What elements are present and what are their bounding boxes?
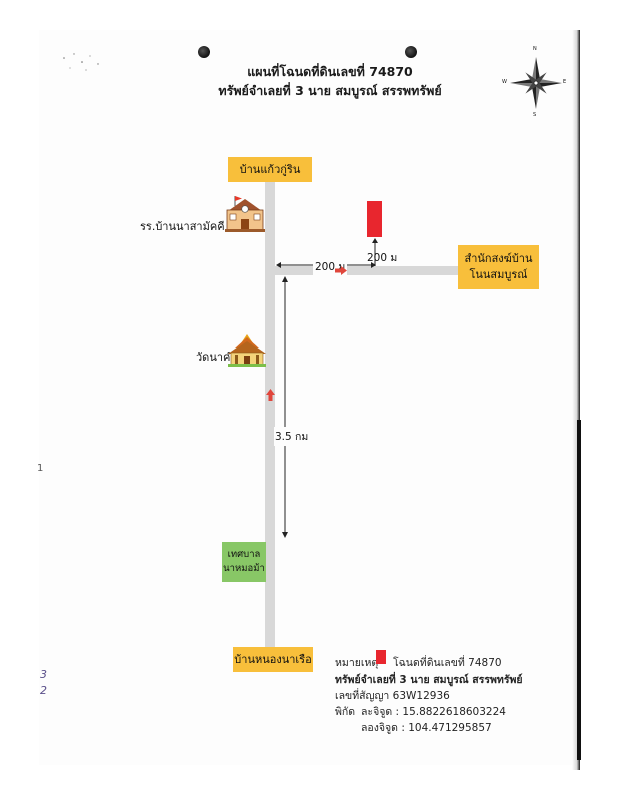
map-subtitle: ทรัพย์จำเลยที่ 3 นาย สมบูรณ์ สรรพทรัพย์ <box>218 83 442 98</box>
compass-w: W <box>502 79 507 85</box>
branch-road <box>270 266 460 275</box>
punch-hole-left <box>198 46 210 58</box>
distance-arrow-main <box>282 276 288 538</box>
school-icon <box>225 196 265 232</box>
legend-coords-label: พิกัด <box>335 706 356 718</box>
legend-parcel-swatch <box>376 650 386 664</box>
margin-mark-1: 1 <box>37 463 44 474</box>
paper-edge-dark <box>577 420 581 760</box>
punch-hole-right <box>405 46 417 58</box>
school-label: รร.บ้านนาสามัคคี <box>140 220 225 233</box>
distance-parcel-label: 200 ม <box>367 252 398 264</box>
paper-speckles <box>63 53 99 71</box>
margin-mark-2: 3 <box>40 668 47 681</box>
place-monastery-label: สำนักสงฆ์บ้าน โนนสมบูรณ์ <box>464 252 533 281</box>
legend-longitude: ลองจิจูด : 104.471295857 <box>361 722 492 734</box>
distance-arrow-parcel <box>372 238 378 266</box>
compass-n: N <box>533 46 537 52</box>
place-bottom-village: บ้านหนองนาเรือ <box>233 647 313 672</box>
legend-latitude: ละจิจูด : 15.8822618603224 <box>361 706 506 718</box>
place-monastery: สำนักสงฆ์บ้าน โนนสมบูรณ์ <box>458 245 539 289</box>
land-parcel <box>367 201 382 237</box>
distance-main-label: 3.5 กม <box>274 427 310 446</box>
main-road <box>265 180 275 648</box>
paper-sheet <box>39 30 580 765</box>
legend-owner: ทรัพย์จำเลยที่ 3 นาย สมบูรณ์ สรรพทรัพย์ <box>335 674 523 686</box>
legend-contract: เลขที่สัญญา 63W12936 <box>335 690 450 702</box>
direction-arrow-branch <box>335 266 347 275</box>
legend-parcel-label: โฉนดที่ดินเลขที่ 74870 <box>393 657 502 669</box>
margin-mark-3: 2 <box>40 684 47 697</box>
compass-icon <box>510 57 562 109</box>
map-title: แผนที่โฉนดที่ดินเลขที่ 74870 <box>247 64 413 79</box>
compass-s: S <box>533 112 537 118</box>
place-municipality-label: เทศบาล นาหมอม้า <box>223 549 265 574</box>
legend-key-label: หมายเหตุ <box>335 657 379 669</box>
temple-icon <box>228 334 266 367</box>
paper-edge-shadow <box>572 30 580 770</box>
direction-arrow-main <box>266 389 275 401</box>
temple-label: วัดนาคำ <box>196 351 237 364</box>
compass-e: E <box>563 79 567 85</box>
place-municipality: เทศบาล นาหมอม้า <box>222 542 266 582</box>
place-top-village: บ้านแก้วกู่ริน <box>228 157 312 182</box>
